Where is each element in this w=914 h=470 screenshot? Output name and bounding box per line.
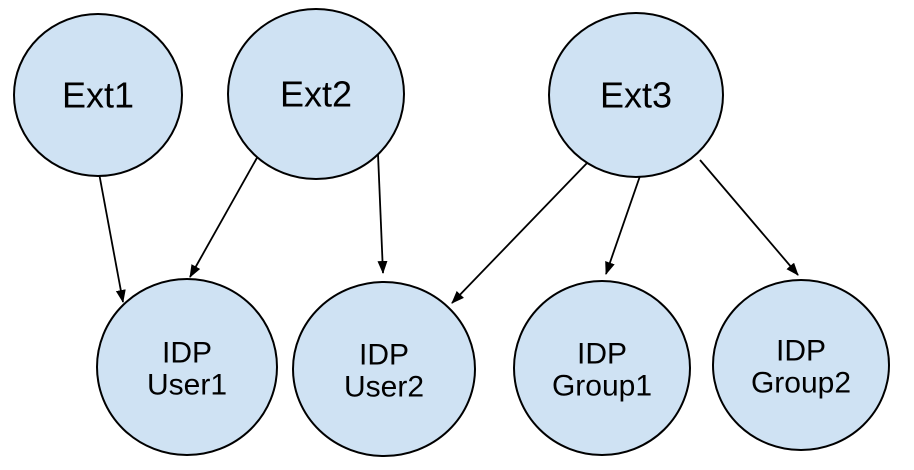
node-ext1: Ext1: [13, 13, 183, 177]
edges-layer: [98, 153, 799, 304]
edge-ext2-to-idp-user2: [377, 153, 388, 274]
edge-ext3-to-idp-group2: [699, 159, 799, 276]
edge-ext2-to-idp-user1: [189, 155, 259, 278]
node-ext3: Ext3: [548, 12, 724, 178]
node-ext2: Ext2: [227, 8, 405, 180]
node-circle-idp-user1: [96, 278, 278, 456]
node-circle-idp-user2: [292, 281, 476, 457]
node-circle-idp-group1: [513, 280, 691, 456]
node-circle-ext3: [548, 12, 724, 178]
edge-ext1-to-idp-user1: [98, 172, 126, 303]
edge-ext3-to-idp-group1: [605, 175, 641, 275]
node-circle-idp-group2: [712, 279, 890, 451]
node-circle-ext1: [13, 13, 183, 177]
node-circle-ext2: [227, 8, 405, 180]
edge-ext3-to-idp-user2: [451, 161, 589, 304]
